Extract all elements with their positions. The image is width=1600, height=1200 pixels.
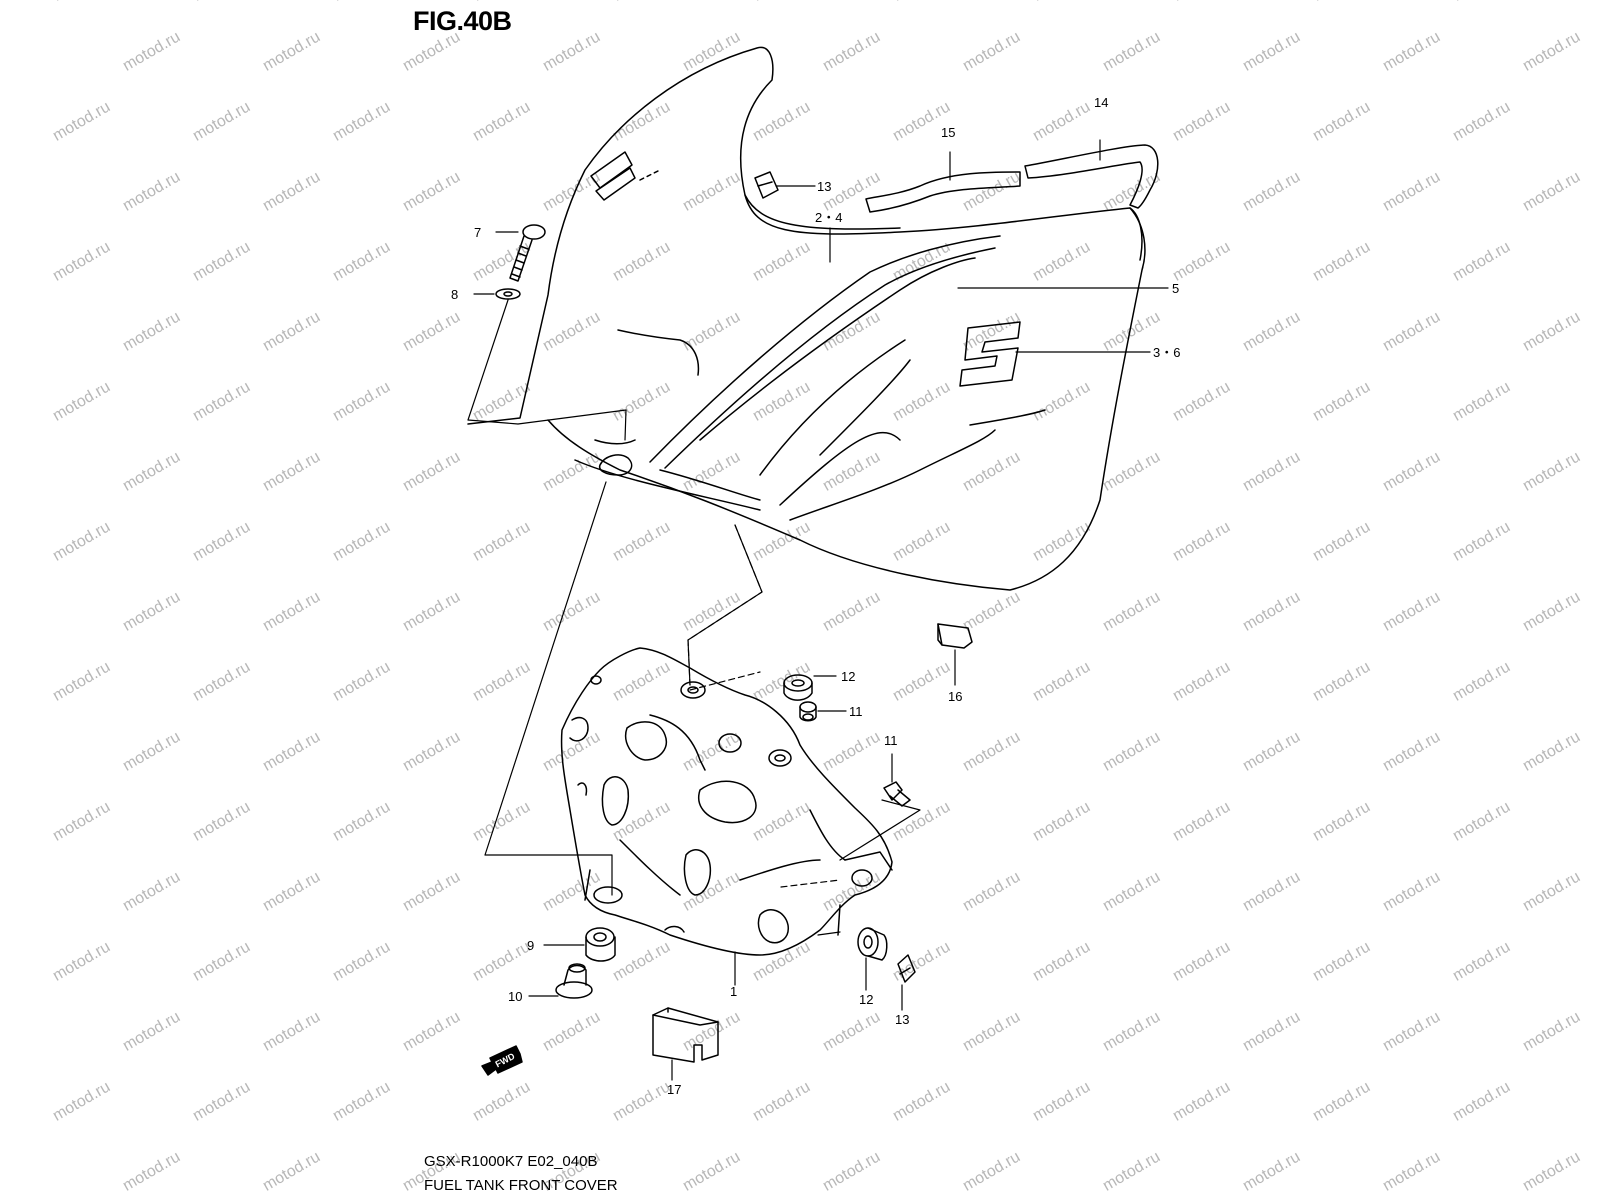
callout-11-top: 11 (849, 704, 863, 719)
callout-11-right: 11 (884, 733, 898, 748)
callout-12-top: 12 (841, 669, 855, 684)
retainer-16 (937, 623, 973, 649)
diagram-name: FUEL TANK FRONT COVER (424, 1177, 618, 1194)
callout-13-top: 13 (817, 179, 831, 194)
inner-cover-part (560, 647, 893, 956)
grommet-12-top (783, 674, 813, 701)
protector-17 (652, 1007, 719, 1063)
figure-title: FIG.40B (413, 6, 512, 36)
clip-13-bottom (897, 954, 916, 983)
callout-5: 5 (1172, 281, 1179, 296)
callout-2-4: 2・4 (815, 210, 842, 225)
cover-side-panel (1129, 207, 1143, 261)
model-code: GSX-R1000K7 E02_040B (424, 1153, 598, 1170)
callout-1: 1 (730, 984, 737, 999)
callout-labels: 1 2・4 3・6 5 7 8 9 10 11 11 12 12 13 13 1… (451, 95, 1180, 1097)
callout-16: 16 (948, 689, 962, 704)
clip-13-top (754, 171, 779, 199)
front-cover-part (467, 46, 1146, 591)
collar-11-top (799, 701, 817, 722)
washer-8 (495, 288, 521, 300)
callout-7: 7 (474, 225, 481, 240)
callout-15: 15 (941, 125, 955, 140)
callout-8: 8 (451, 287, 458, 302)
trim-strip-15 (865, 171, 1021, 213)
callout-13-bottom: 13 (895, 1012, 909, 1027)
callout-12-bottom: 12 (859, 992, 873, 1007)
screw-7 (509, 224, 546, 282)
callout-17: 17 (667, 1082, 681, 1097)
callout-14: 14 (1094, 95, 1108, 110)
fwd-arrow-icon (481, 1045, 523, 1076)
grommet-9 (585, 927, 616, 962)
trim-strip-14 (1024, 144, 1159, 209)
leader-lines (467, 139, 1169, 1081)
callout-10: 10 (508, 989, 522, 1004)
collar-11-right (883, 781, 911, 807)
callout-9: 9 (527, 938, 534, 953)
collar-10 (555, 963, 593, 999)
callout-3-6: 3・6 (1153, 345, 1180, 360)
grommet-12-bottom (857, 927, 888, 961)
